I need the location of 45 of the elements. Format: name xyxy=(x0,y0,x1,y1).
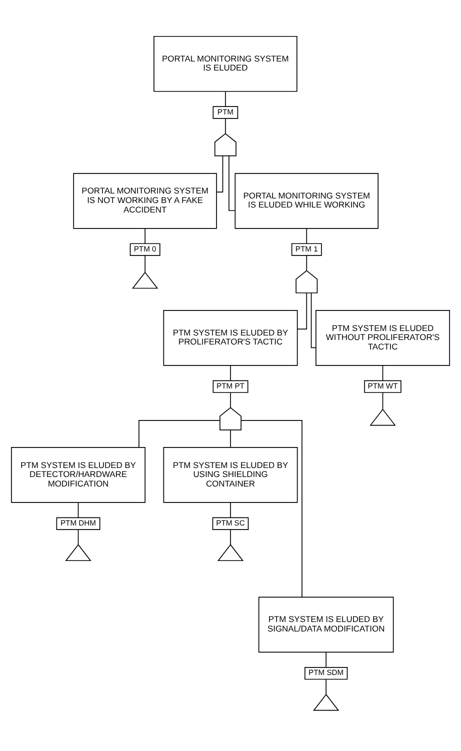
node-triangle xyxy=(217,544,244,561)
connector xyxy=(78,528,79,545)
node-gate xyxy=(296,270,318,293)
node-box: PTM SYSTEM IS ELUDED BY USING SHIELDING CONTAINER xyxy=(163,446,298,502)
node-triangle xyxy=(312,693,340,710)
node-triangle xyxy=(132,271,158,288)
node-box: PTM 1 xyxy=(291,242,322,256)
connector xyxy=(225,90,226,106)
connector xyxy=(297,292,308,329)
connector xyxy=(225,118,226,134)
connector xyxy=(230,502,231,518)
node-triangle xyxy=(370,408,396,426)
node-box: PTM SYSTEM IS ELUDED BY DETECTOR/HARDWARE MODIFICATION xyxy=(11,446,146,502)
connector xyxy=(228,155,236,211)
connector xyxy=(144,254,146,272)
connector xyxy=(78,502,79,518)
connector xyxy=(216,155,224,192)
connector xyxy=(144,228,146,244)
node-box: PTM SYSTEM IS ELUDED BY SIGNAL/DATA MODIFICATION xyxy=(258,596,394,652)
connector xyxy=(230,364,231,380)
node-triangle xyxy=(65,544,92,561)
node-box: PORTAL MONITORING SYSTEM IS ELUDED xyxy=(154,35,298,92)
node-box: PTM SC xyxy=(212,516,249,530)
node-gate xyxy=(214,132,236,156)
connector xyxy=(138,419,220,448)
connector xyxy=(382,392,384,410)
node-box: PTM WT xyxy=(364,380,402,392)
connector xyxy=(240,419,302,598)
connector xyxy=(230,528,231,545)
node-gate xyxy=(220,406,242,430)
node-box: PTM SYSTEM IS ELUDED WITHOUT PROLIFERATOR'S TACTIC xyxy=(316,310,450,366)
node-box: PORTAL MONITORING SYSTEM IS ELUDED WHILE WORKING xyxy=(234,172,379,228)
connector xyxy=(310,292,316,348)
connector xyxy=(382,364,384,380)
node-box: PTM SYSTEM IS ELUDED BY PROLIFERATOR'S TACTIC xyxy=(163,310,298,366)
node-box: PTM 0 xyxy=(130,242,160,256)
connector xyxy=(306,254,308,270)
connector xyxy=(306,228,308,244)
connector xyxy=(230,429,231,448)
node-box: PORTAL MONITORING SYSTEM IS NOT WORKING BY A FAKE ACCIDENT xyxy=(73,172,217,228)
connector xyxy=(230,392,231,408)
node-box: PTM SDM xyxy=(304,666,348,680)
node-box: PTM DHM xyxy=(56,516,100,530)
node-box: PTM PT xyxy=(212,380,248,392)
node-box: PTM xyxy=(212,106,238,118)
